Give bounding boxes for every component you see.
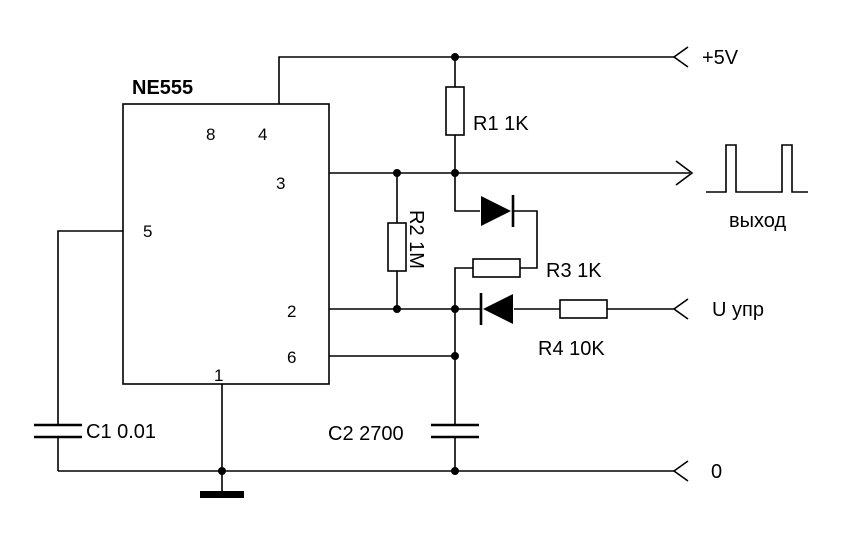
ground-symbol <box>200 491 244 498</box>
vcc-wire <box>278 56 675 104</box>
ground-label: 0 <box>711 461 722 483</box>
control-terminal-icon <box>672 298 689 320</box>
pin-1-label: 1 <box>214 366 223 385</box>
output-label: выход <box>729 210 786 232</box>
ground-terminal-icon <box>672 460 689 482</box>
c1-label: C1 0.01 <box>86 421 156 443</box>
diode-d1 <box>481 195 515 227</box>
vcc-terminal-icon <box>672 46 689 68</box>
diode-d2 <box>479 293 513 325</box>
r3-label: R3 1K <box>546 260 602 282</box>
pin-3-label: 3 <box>276 174 285 193</box>
capacitor-c1 <box>34 423 82 439</box>
resistor-r2 <box>387 222 407 272</box>
pulse-waveform-icon <box>706 144 808 193</box>
wires <box>57 56 690 492</box>
pin-8-label: 8 <box>206 125 215 144</box>
control-label: U упр <box>712 299 764 321</box>
capacitor-c2 <box>431 423 479 439</box>
ne555-chip <box>122 103 330 385</box>
r4-label: R4 10K <box>538 338 605 360</box>
pin-5-label: 5 <box>143 222 152 241</box>
resistor-r3 <box>472 258 521 278</box>
c2-label: C2 2700 <box>328 423 404 445</box>
pin-4-label: 4 <box>258 125 267 144</box>
output-arrow-icon <box>675 160 694 186</box>
ic-name: NE555 <box>132 77 193 99</box>
pin-2-label: 2 <box>287 302 296 321</box>
resistor-r4 <box>559 299 608 319</box>
pin-6-label: 6 <box>287 348 296 367</box>
resistor-r1 <box>445 86 465 136</box>
junctions <box>218 53 459 475</box>
vcc-label: +5V <box>702 47 739 69</box>
r2-label: R2 1M <box>405 210 427 269</box>
r1-label: R1 1K <box>473 113 529 135</box>
